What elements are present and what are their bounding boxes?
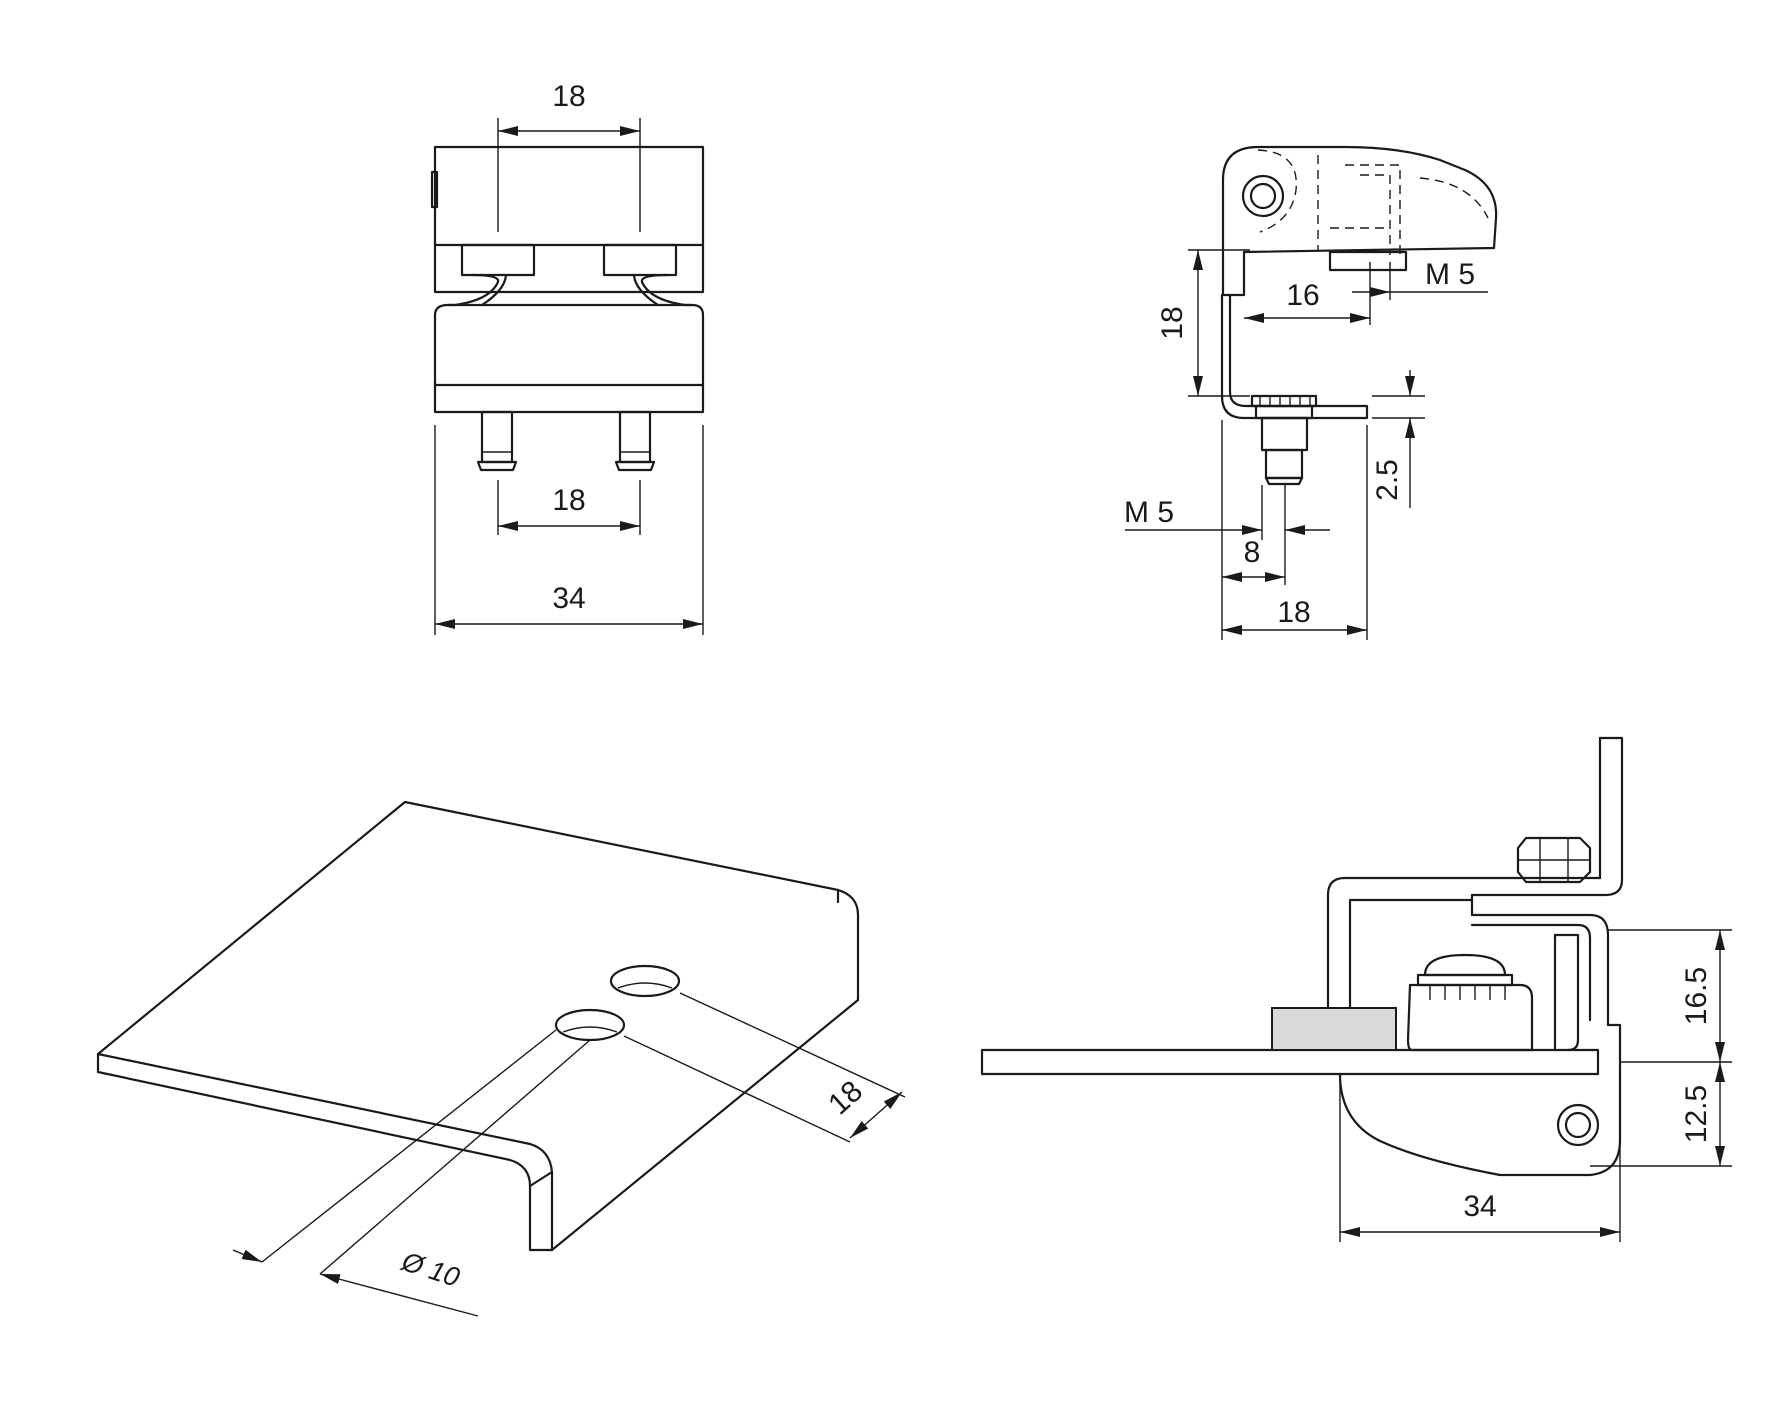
mounted-assembly-view: 16.5 12.5 34 xyxy=(980,736,1732,1242)
dim-front-pins: 18 xyxy=(552,484,585,517)
mounted-base-plate xyxy=(980,1048,1600,1076)
front-left-tab xyxy=(460,243,536,277)
dim-mount-lower: 12.5 xyxy=(1680,1085,1713,1143)
mounted-hex-nut xyxy=(1516,836,1592,884)
plate-hole-back xyxy=(609,964,681,998)
plate-hole-front xyxy=(554,1008,626,1042)
side-housing xyxy=(1221,145,1498,297)
mounted-housing xyxy=(1338,1072,1622,1177)
front-right-pin xyxy=(618,410,652,464)
dim-side-width: 18 xyxy=(1277,596,1310,629)
front-upper-block xyxy=(433,145,705,294)
dim-mount-width: 34 xyxy=(1463,1190,1496,1223)
mounted-magnet-block xyxy=(1271,1007,1397,1051)
dim-side-offset: 2.5 xyxy=(1371,459,1404,501)
side-hinge-hole xyxy=(1241,174,1285,218)
side-view: 18 16 M 5 2.5 M 5 8 18 xyxy=(1124,145,1498,640)
front-view: 18 18 34 xyxy=(430,80,705,635)
side-bracket xyxy=(1220,293,1369,420)
dim-side-height: 18 xyxy=(1156,306,1189,339)
dim-front-top: 18 xyxy=(552,80,585,113)
front-right-tab xyxy=(602,243,678,277)
front-left-pin xyxy=(480,410,514,464)
dim-side-pin: 8 xyxy=(1244,536,1261,569)
dim-plate-spacing: 18 xyxy=(822,1075,869,1122)
dim-side-thread-bottom: M 5 xyxy=(1124,496,1174,529)
mounting-plate-view: 18 Ø 10 xyxy=(96,800,906,1317)
dim-mount-upper: 16.5 xyxy=(1680,967,1713,1025)
dim-side-depth: 16 xyxy=(1286,279,1319,312)
mounted-hinge-hole xyxy=(1556,1103,1600,1147)
mounted-knurled-screw xyxy=(1406,983,1534,1052)
dim-front-width: 34 xyxy=(552,582,585,615)
side-thread-sleeve xyxy=(1328,250,1408,272)
dim-plate-hole: Ø 10 xyxy=(397,1246,463,1293)
dim-side-thread-top: M 5 xyxy=(1425,258,1475,291)
plate-top-surface xyxy=(96,800,860,1252)
front-lower-block xyxy=(433,303,705,414)
